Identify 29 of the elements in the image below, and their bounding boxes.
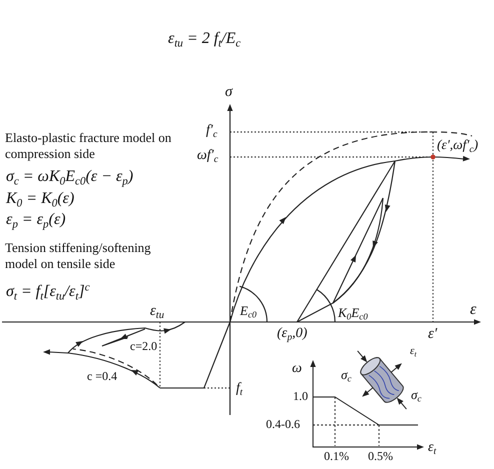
curve-label: c =0.4 [87, 370, 118, 384]
stress-label: σ$_{c}$ [341, 368, 352, 382]
axis-label: ω [292, 361, 302, 376]
angle-label: E$_{c0}$ [240, 304, 257, 318]
strain-label: ε$_{t}$ [410, 345, 416, 358]
tick-label: 0.1% [324, 450, 349, 464]
tick-label: ε$_{tu}$ [150, 303, 164, 320]
curve-label: c=2.0 [130, 340, 158, 354]
axis-label: ε [470, 301, 476, 319]
angle-label: K$_{0}$E$_{c0}$ [338, 306, 368, 320]
axis-label: ε$_{t}$ [428, 440, 436, 456]
equation: ε$_{tu}$ = 2 f$_{t}$/E$_{c}$ [168, 30, 241, 48]
tick-label: 0.5% [368, 450, 393, 464]
tick-label: 0.4-0.6 [266, 418, 300, 432]
equation: σ$_{t}$ = f$_{t}$[ε$_{tu}$/ε$_{t}$]$^{c}$ [6, 283, 90, 301]
tick-label: ε′ [428, 326, 438, 342]
tick-label: f$_{t}$ [236, 381, 243, 396]
description-text: Elasto-plastic fracture model on compression side [5, 130, 172, 162]
point-label: (ε′,ωf′$_{c}$) [437, 138, 478, 153]
point-label: (ε$_{p}$,0) [277, 326, 308, 342]
equation: K$_{0}$ = K$_{0}$(ε) [6, 190, 74, 208]
description-text: Tension stiffening/softening model on tensile side [5, 240, 152, 272]
equation: σ$_{c}$ = ωK$_{0}$E$_{c0}$(ε − ε$_{p}$) [6, 168, 134, 186]
tick-label: 1.0 [293, 390, 308, 404]
stress-label: σ$_{c}$ [411, 388, 422, 402]
equation: ε$_{p}$ = ε$_{p}$(ε) [6, 211, 66, 229]
axis-label: σ [225, 84, 232, 100]
tick-label: ωf′$_{c}$ [197, 148, 218, 164]
tick-label: f′$_{c}$ [206, 123, 218, 138]
